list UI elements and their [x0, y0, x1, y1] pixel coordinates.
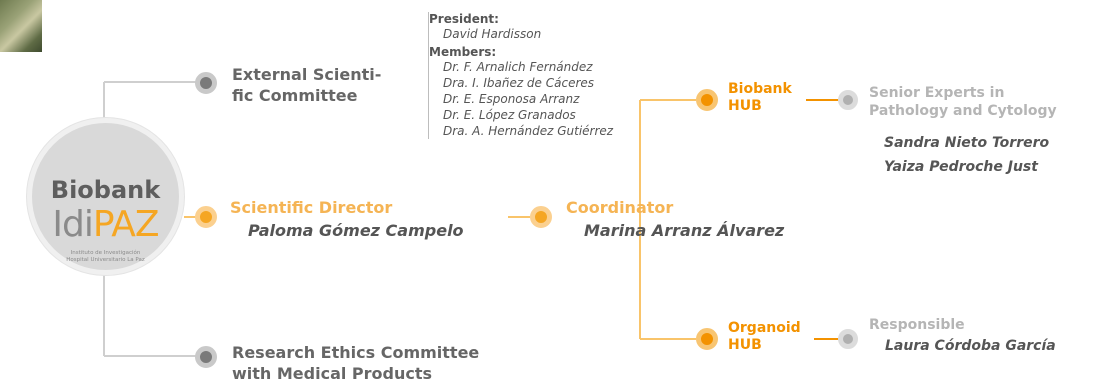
node-dot-responsible — [838, 329, 858, 349]
node-dot-biobank-hub — [696, 89, 718, 111]
coordinator-name: Marina Arranz Álvarez — [584, 221, 785, 240]
committee-members: President: David Hardisson Members: Dr. … — [428, 12, 629, 139]
senior-expert-name: Sandra Nieto Torrero — [884, 135, 1050, 151]
member-item: Dra. A. Hernández Gutiérrez — [443, 124, 614, 138]
idipaz-logo-subtitle: Instituto de Investigación Hospital Univ… — [66, 250, 145, 263]
member-item: Dr. F. Arnalich Fernández — [443, 60, 593, 74]
scientific-director-name: Paloma Gómez Campelo — [248, 221, 464, 240]
biobank-title: Biobank — [50, 176, 161, 204]
president-name: David Hardisson — [443, 27, 542, 41]
members-label: Members: — [429, 45, 497, 59]
member-item: Dr. E. López Granados — [443, 108, 576, 122]
responsible-name: Laura Córdoba García — [885, 338, 1056, 354]
node-dot-coordinator — [530, 206, 552, 228]
biobank-circle — [27, 118, 184, 275]
idipaz-logo: IdiPAZ — [52, 204, 159, 245]
external-committee-label: External Scienti- fic Committee — [232, 65, 382, 105]
scientific-director-label: Scientific Director — [230, 198, 393, 217]
biobank-hub-label: Biobank HUB — [728, 81, 792, 114]
node-dot-director — [195, 206, 217, 228]
organoid-hub-label: Organoid HUB — [728, 320, 801, 353]
senior-experts-label: Senior Experts in Pathology and Cytology — [869, 85, 1057, 119]
node-dot-ethics — [195, 346, 217, 368]
responsible-label: Responsible — [869, 317, 965, 333]
coordinator-label: Coordinator — [566, 198, 674, 217]
person-photo — [0, 0, 42, 52]
ethics-committee-label: Research Ethics Committee with Medical P… — [232, 343, 480, 383]
president-label: President: — [429, 12, 499, 26]
node-dot-organoid-hub — [696, 328, 718, 350]
senior-experts-names: Sandra Nieto Torrero Yaiza Pedroche Just — [884, 131, 1049, 179]
member-item: Dr. E. Esponosa Arranz — [443, 92, 580, 106]
member-item: Dra. I. Ibañez de Cáceres — [443, 76, 595, 90]
senior-expert-name: Yaiza Pedroche Just — [884, 159, 1038, 175]
node-dot-external — [195, 72, 217, 94]
node-dot-senior-experts — [838, 90, 858, 110]
